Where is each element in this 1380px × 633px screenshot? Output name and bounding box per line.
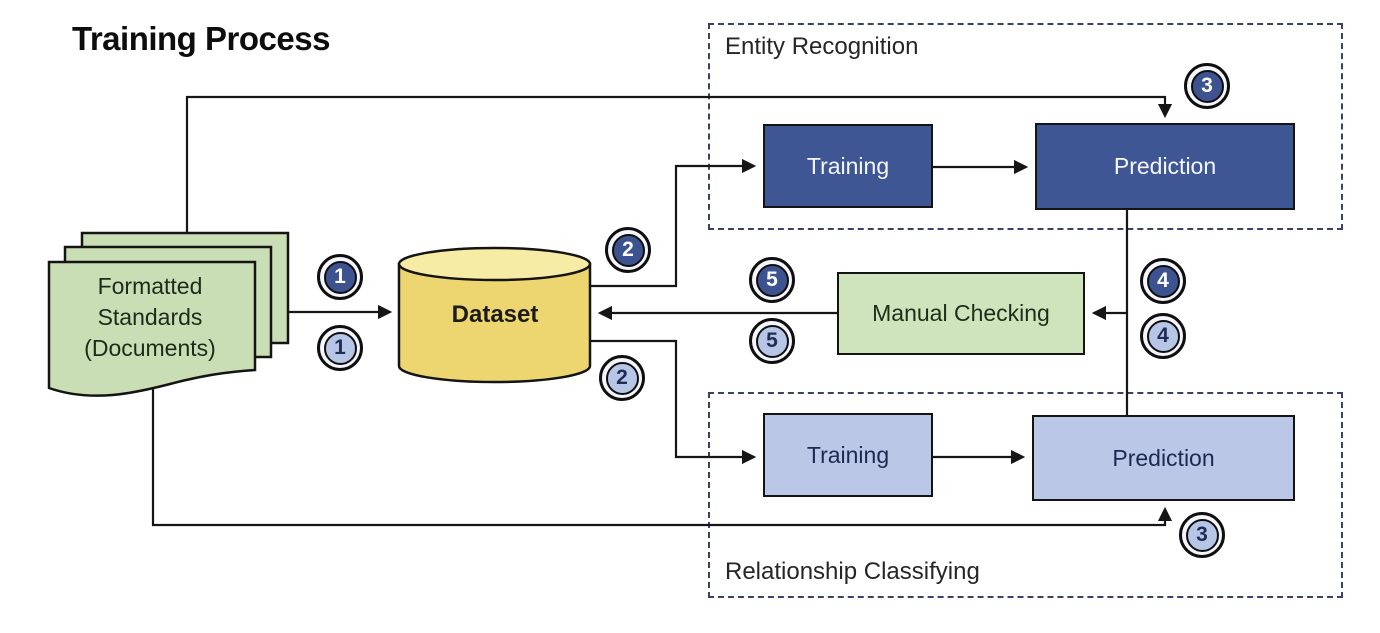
step-circle-4-light: 4 xyxy=(1140,313,1186,359)
er-prediction-label: Prediction xyxy=(1113,153,1217,179)
step-circle-2-light: 2 xyxy=(599,355,645,401)
manual-checking-label: Manual Checking xyxy=(872,300,1050,326)
entity-recognition-label: Entity Recognition xyxy=(725,33,919,60)
step-circle-1-light: 1 xyxy=(317,325,363,371)
step-circle-5-dark: 5 xyxy=(749,257,795,303)
diagram-title: Training Process xyxy=(72,20,330,57)
rc-prediction-box: Prediction xyxy=(1032,415,1295,501)
relationship-classifying-label: Relationship Classifying xyxy=(725,558,980,585)
step-circle-3-light: 3 xyxy=(1179,512,1225,558)
er-training-label: Training xyxy=(806,152,890,179)
step-circle-3-dark: 3 xyxy=(1184,63,1230,109)
documents-label: Formatted Standards (Documents) xyxy=(84,273,216,361)
rc-training-label: Training xyxy=(806,441,890,468)
er-prediction-box: Prediction xyxy=(1035,123,1295,210)
step-circle-5-light: 5 xyxy=(749,318,795,364)
step-circle-4-dark: 4 xyxy=(1140,258,1186,304)
step-circle-1-dark: 1 xyxy=(317,254,363,300)
manual-checking-box: Manual Checking xyxy=(837,272,1085,355)
dataset-label: Dataset xyxy=(451,301,539,328)
rc-training-box: Training xyxy=(763,413,933,497)
step-circle-2-dark: 2 xyxy=(605,227,651,273)
rc-prediction-label: Prediction xyxy=(1112,444,1215,471)
er-training-box: Training xyxy=(763,124,933,208)
